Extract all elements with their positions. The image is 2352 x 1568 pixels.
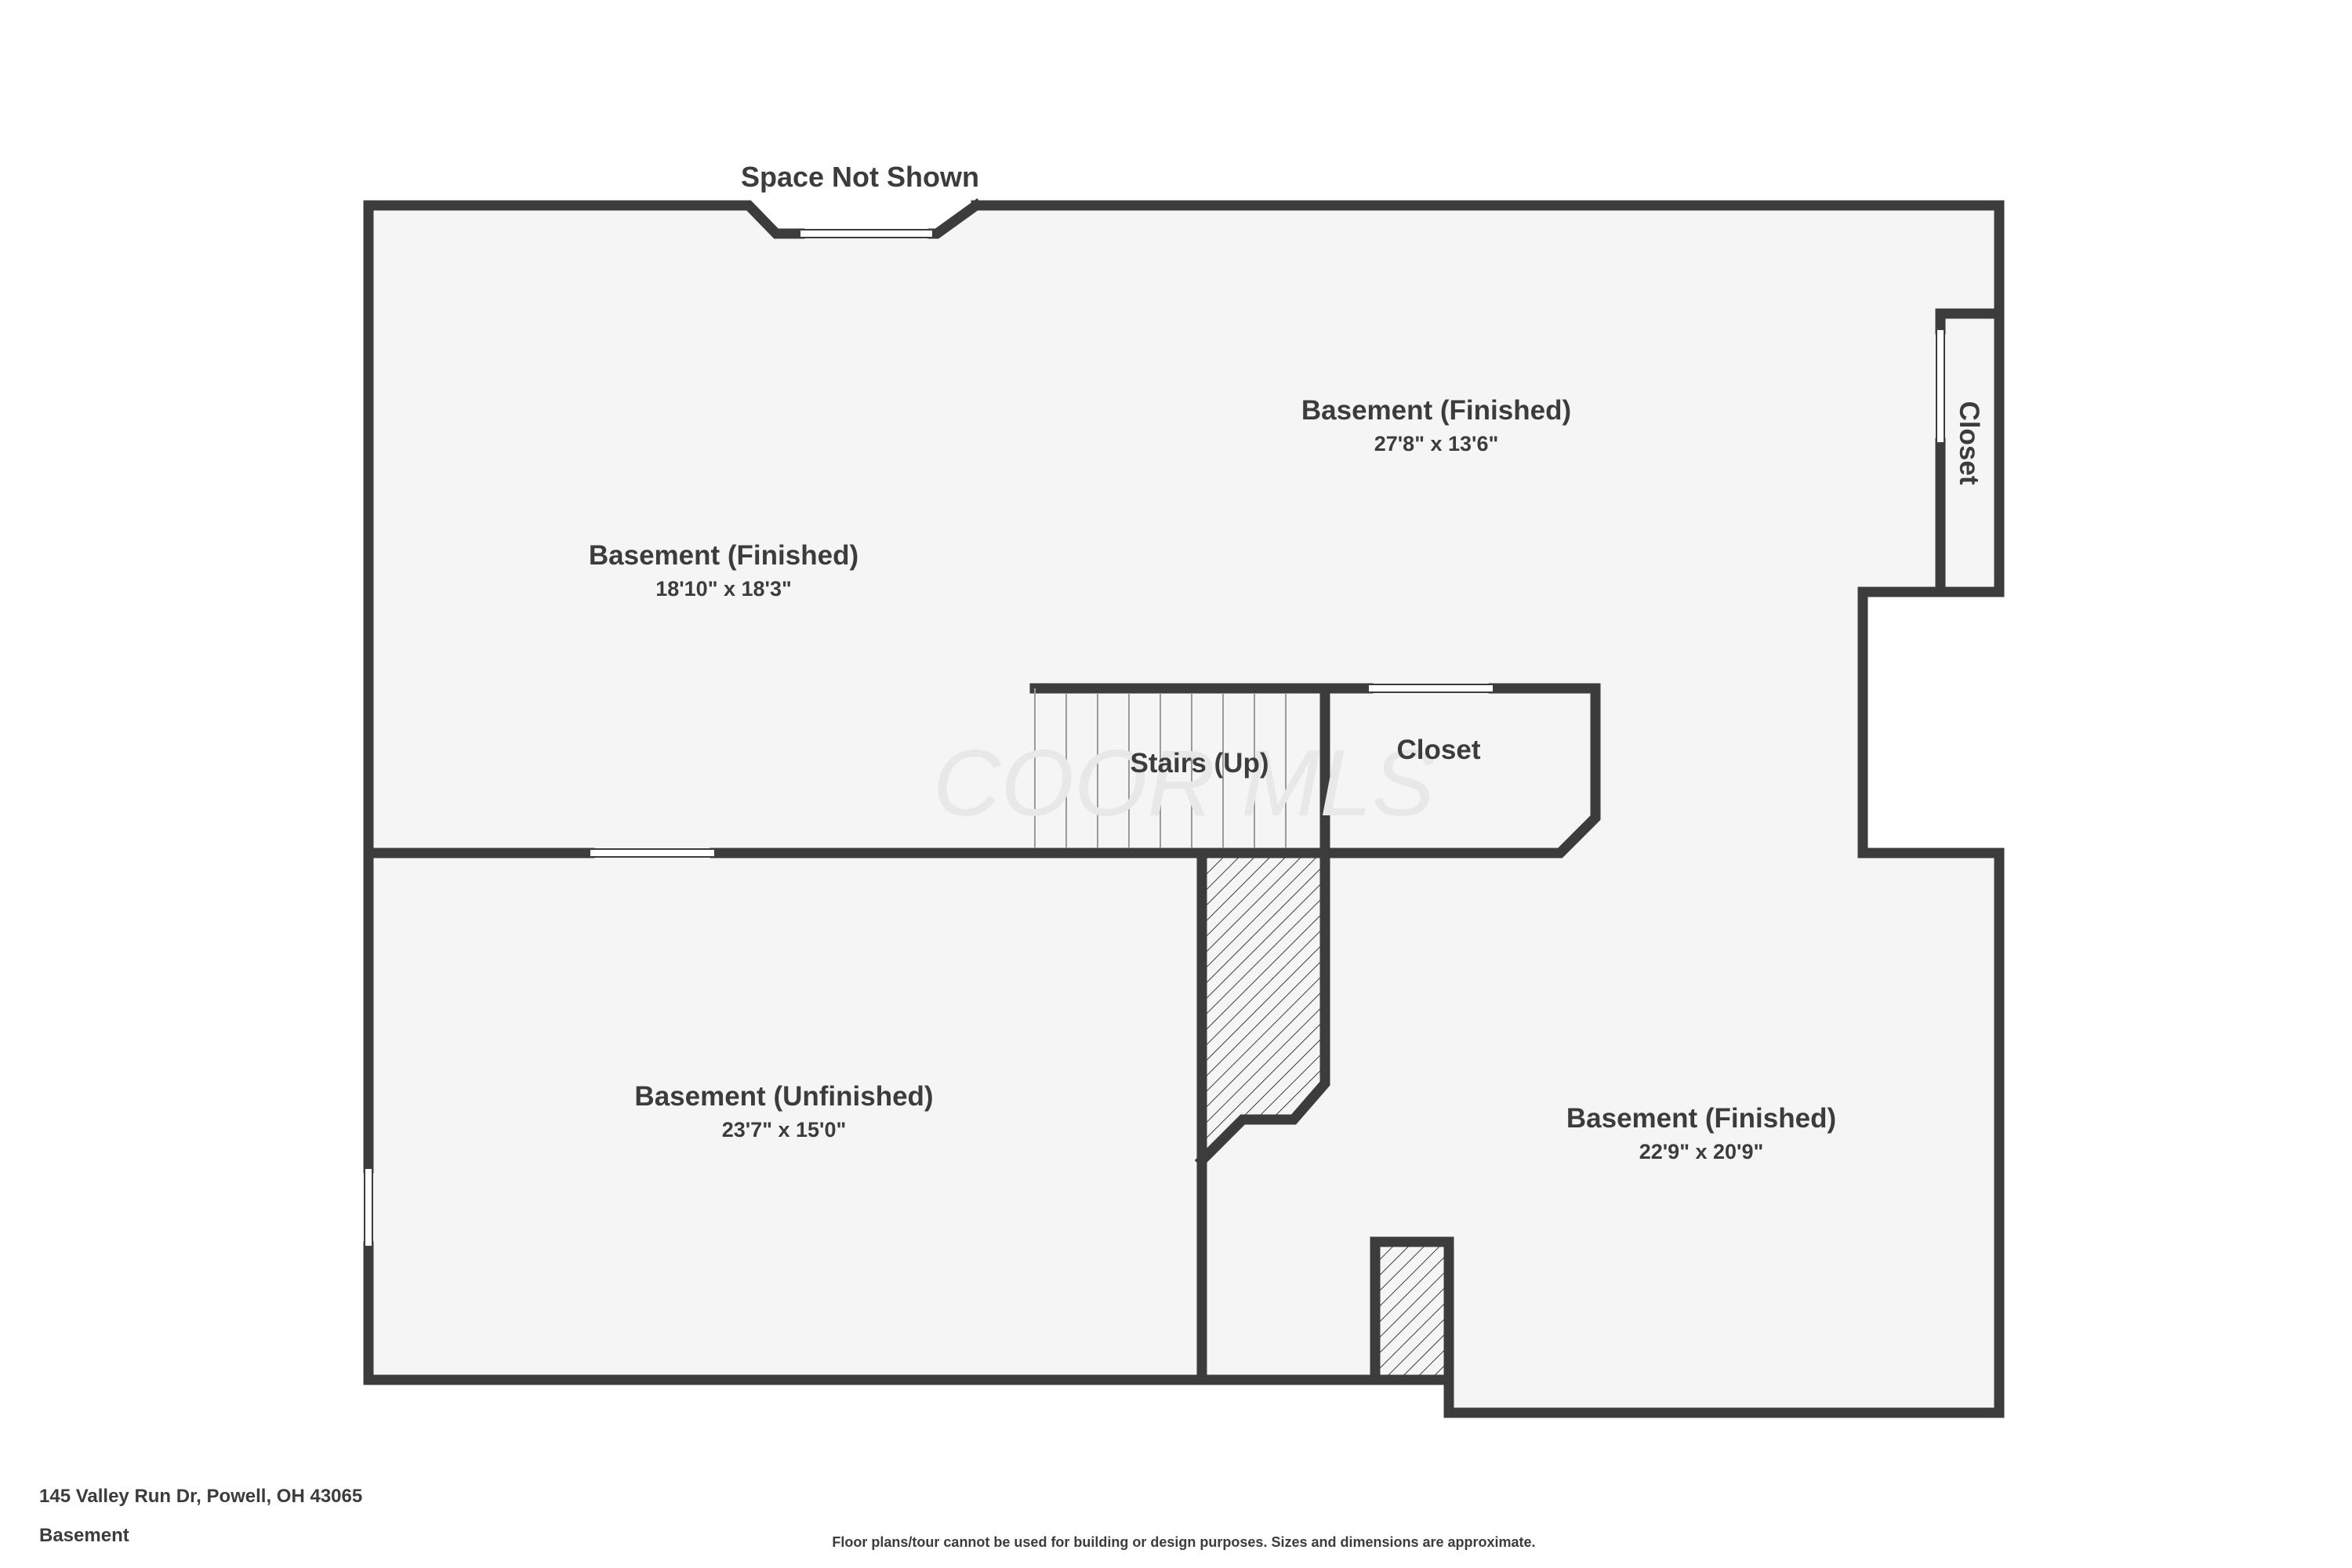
hatched-chimney: [1375, 1242, 1449, 1380]
exterior-wall-right: [1196, 308, 2005, 1418]
exterior-wall-left-upper: [363, 200, 805, 1174]
interior-wall-closet: [1029, 683, 1601, 858]
room-name-closet-right: Closet: [1954, 401, 1984, 485]
window-top: [799, 229, 934, 238]
property-address: 145 Valley Run Dr, Powell, OH 43065: [39, 1486, 363, 1507]
disclaimer: Floor plans/tour cannot be used for buil…: [832, 1534, 1536, 1550]
room-name-basement-bottom-right: Basement (Finished): [1566, 1103, 1836, 1134]
room-name-basement-unfinished: Basement (Unfinished): [634, 1081, 933, 1112]
room-name-basement-top: Basement (Finished): [1301, 395, 1571, 426]
room-dims-basement-unfinished: 23'7" x 15'0": [722, 1118, 847, 1142]
space-not-shown-label: Space Not Shown: [741, 161, 979, 193]
exterior-wall-left: [363, 1241, 1207, 1385]
floor-area: [368, 205, 1999, 1413]
closet-right-door: [1936, 328, 1945, 444]
room-dims-basement-left: 18'10" x 18'3": [655, 577, 792, 601]
closet-right-wall: [1935, 308, 2005, 335]
window-left: [364, 1167, 373, 1247]
chimney-wall: [1370, 1236, 1454, 1385]
floor-name: Basement: [39, 1525, 129, 1546]
stairs-treads: [1034, 688, 1287, 848]
exterior-wall-bay: [927, 198, 984, 239]
stairs-wall: [1029, 683, 1330, 858]
room-dims-basement-bottom-right: 22'9" x 20'9": [1639, 1140, 1764, 1163]
hatched-chase-center: [1202, 853, 1325, 1160]
watermark: COOR MLS: [933, 731, 1435, 836]
opening-upper-lower: [589, 848, 716, 858]
room-dims-basement-top: 27'8" x 13'6": [1374, 432, 1499, 456]
room-name-basement-left: Basement (Finished): [589, 540, 858, 571]
chase-wall: [1194, 848, 1330, 1168]
closet-door: [1367, 684, 1494, 693]
exterior-wall: [971, 200, 2005, 319]
room-name-closet-center: Closet: [1397, 735, 1481, 765]
room-name-stairs: Stairs (Up): [1131, 748, 1269, 779]
